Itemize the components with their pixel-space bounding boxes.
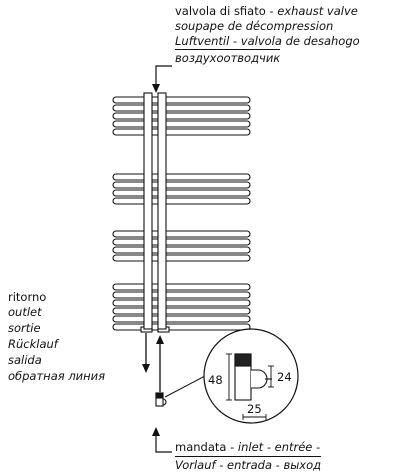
outlet-label-fr: sortie (8, 321, 41, 335)
exhaust-valve-label-de-es: Luftventil - valvola de desahogo (175, 34, 360, 48)
dimension-width-label: 25 (247, 402, 262, 416)
radiator-tube (112, 197, 251, 205)
exhaust-valve-arrowhead (152, 84, 160, 93)
inlet-up-arrowhead (156, 335, 164, 344)
exhaust-valve-leader (155, 65, 172, 86)
inlet-label-line1: mandata - inlet - entrée - (175, 440, 320, 455)
dimension-width (242, 414, 267, 420)
inlet-label-de-es-ru: Vorlauf - entrada - выход (175, 456, 322, 472)
outlet-arrowhead (142, 364, 150, 373)
radiator-tube (112, 283, 251, 291)
exhaust-valve-label-ru: воздухоотводчик (175, 49, 281, 65)
radiator-tube (112, 323, 251, 331)
radiator-tube (112, 173, 251, 181)
valve-detail-leader (164, 375, 206, 398)
inlet-arrowhead (152, 427, 160, 436)
dimension-height-label: 48 (208, 373, 223, 387)
radiator-tube (112, 307, 251, 315)
radiator-tube (112, 189, 251, 197)
outlet-label-it: ritorno (8, 290, 47, 304)
radiator-tube (112, 128, 251, 136)
outlet-label-de: Rücklauf (8, 337, 58, 351)
radiator-tube (112, 315, 251, 323)
radiator-tube (112, 291, 251, 299)
radiator-tube (112, 299, 251, 307)
radiator-tube (112, 104, 251, 112)
dimension-offset (268, 365, 274, 388)
radiator-collectors (143, 92, 167, 330)
inlet-label-it: mandata - (175, 440, 238, 454)
radiator-tube (112, 254, 251, 262)
exhaust-valve-label-line1: valvola di sfiato - exhaust valve (175, 4, 358, 19)
radiator-tube (112, 181, 251, 189)
radiator-tube (112, 238, 251, 246)
inlet-leader (155, 434, 172, 453)
inlet-label-en-fr: inlet - entrée - (237, 440, 321, 454)
outlet-label-es: salida (8, 353, 42, 367)
radiator-tube (112, 96, 251, 104)
outlet-label-ru: обратная линия (8, 369, 106, 383)
valve-small-icon (155, 392, 167, 407)
radiator-tube (112, 246, 251, 254)
radiator-tube (112, 230, 251, 238)
exhaust-valve-label-fr: soupape de décompression (175, 19, 334, 33)
radiator-tubes (112, 96, 251, 331)
dimension-height (226, 353, 232, 401)
radiator-tube (112, 112, 251, 120)
radiator-tube (112, 120, 251, 128)
outlet-label-en: outlet (8, 305, 42, 319)
dimension-offset-label: 24 (277, 370, 292, 384)
exhaust-valve-label-en: exhaust valve (277, 4, 358, 18)
valve-detail (234, 353, 272, 401)
exhaust-valve-label-it: valvola di sfiato - (175, 4, 278, 18)
